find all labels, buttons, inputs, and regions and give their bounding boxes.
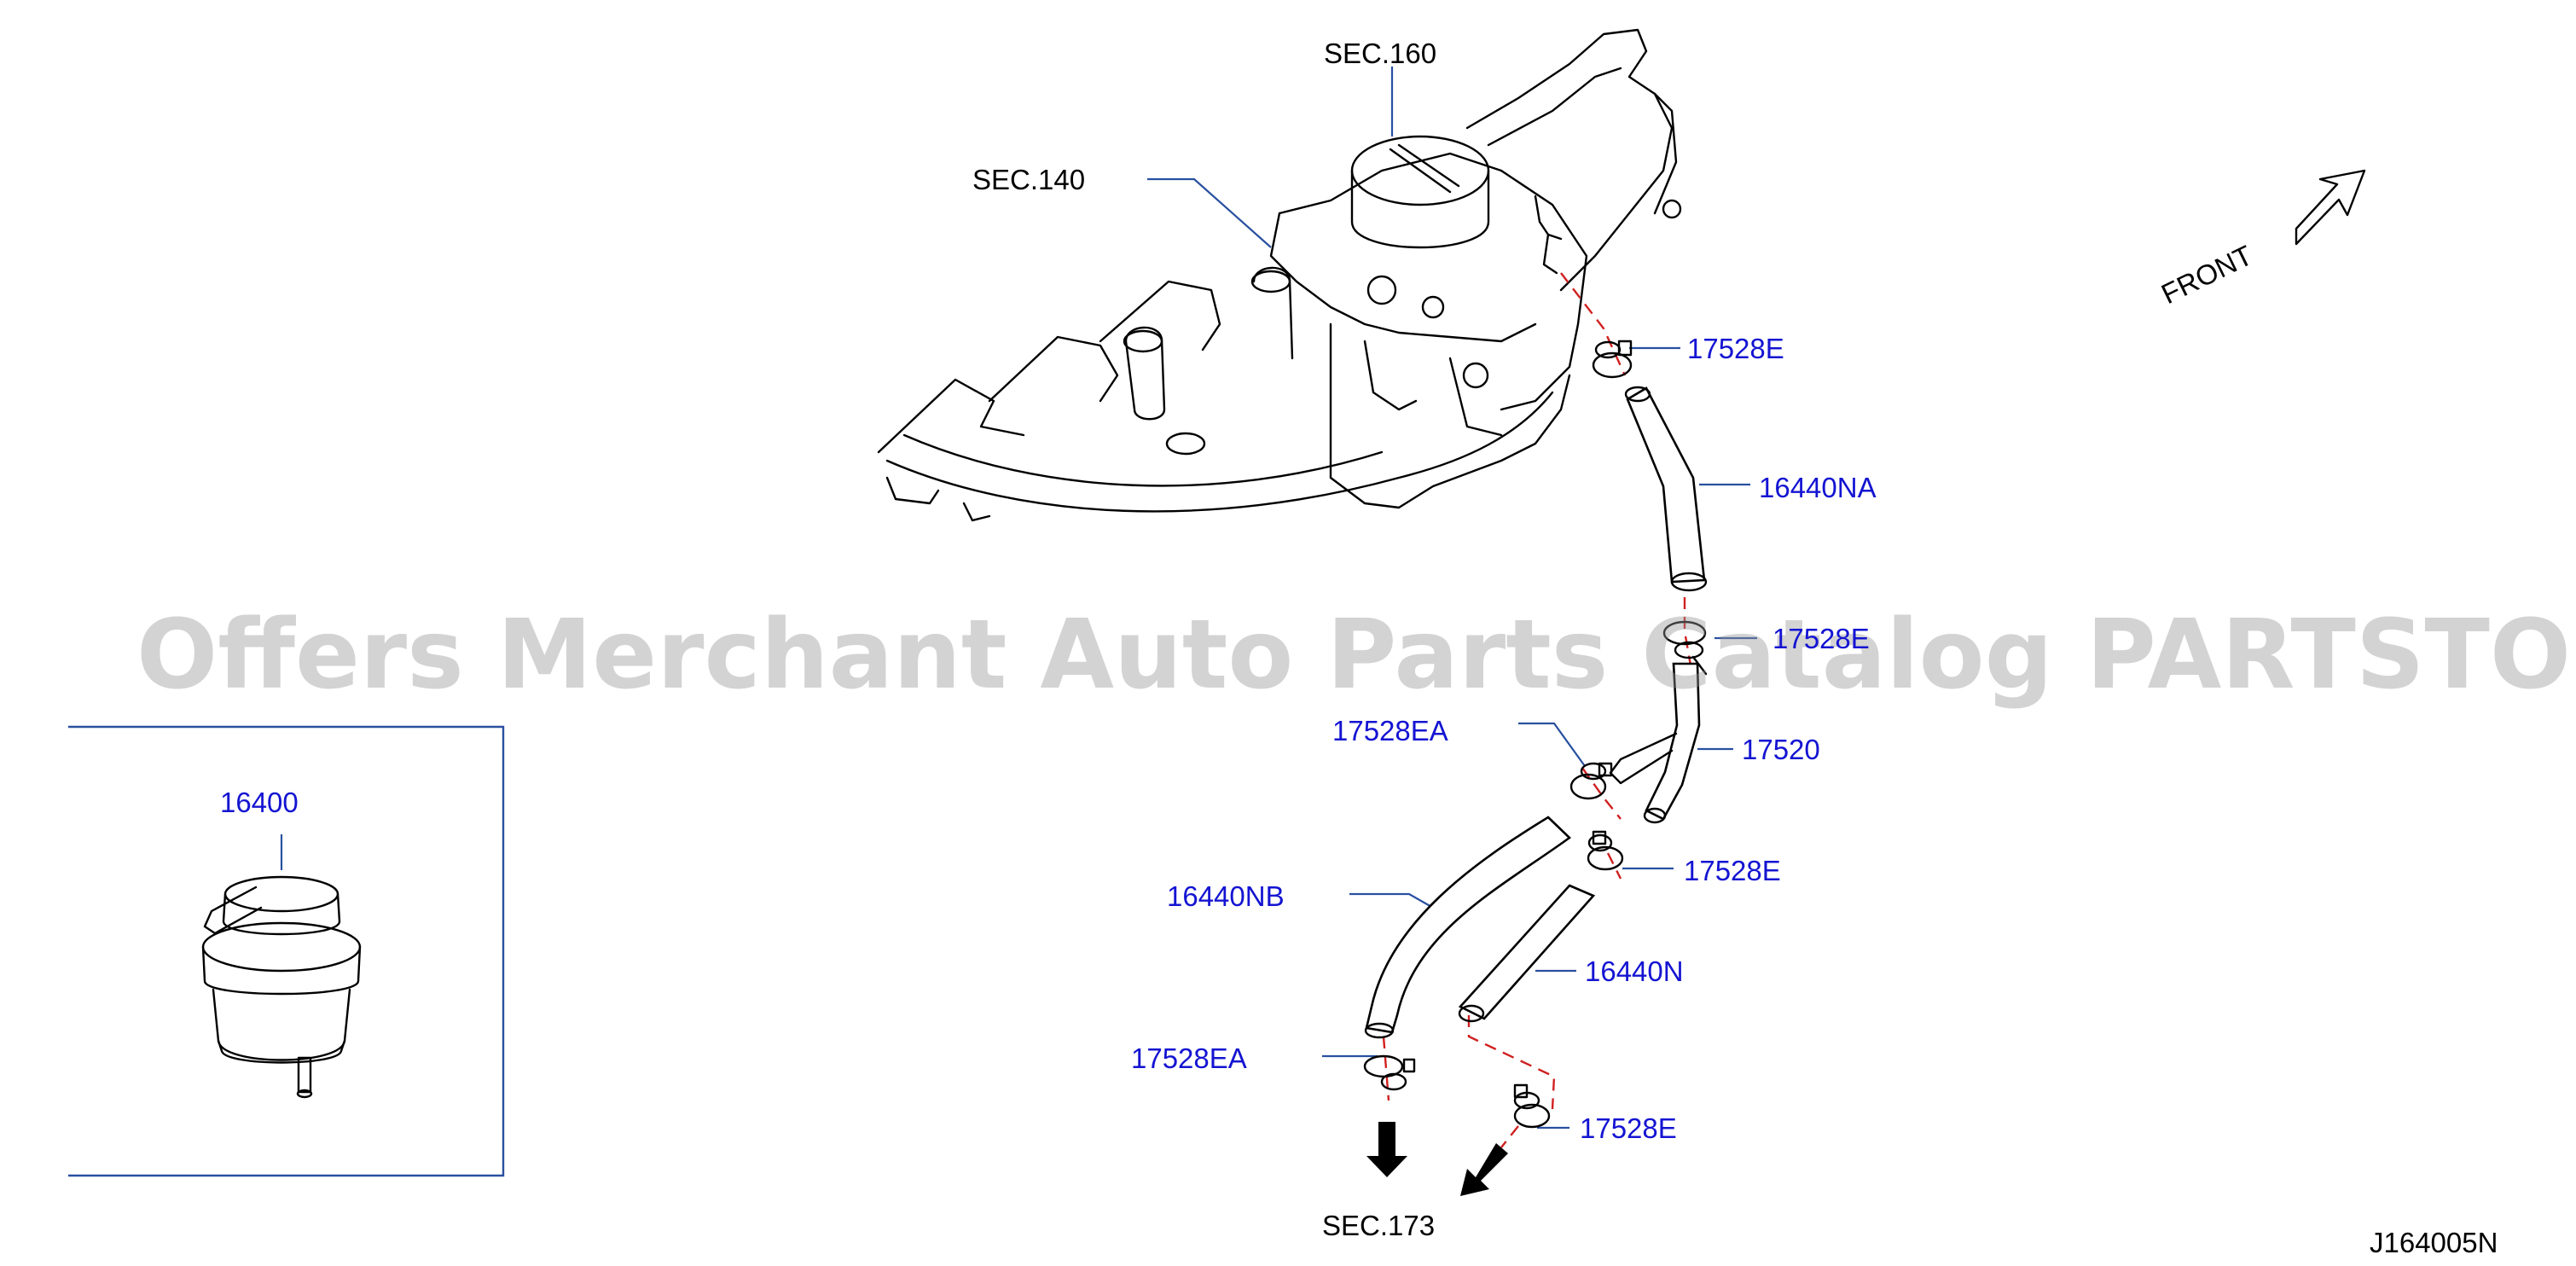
clamp-17528E-right — [1587, 830, 1624, 871]
sec173-arrows — [1366, 1122, 1508, 1196]
part-17520-label[interactable]: 17520 — [1742, 734, 1820, 765]
watermark-text: Offers Merchant Auto Parts Catalog PARTS… — [136, 600, 2576, 711]
sec173-label[interactable]: SEC.173 — [1322, 1210, 1436, 1241]
part-16440NB-label[interactable]: 16440NB — [1167, 880, 1285, 912]
hoses — [1364, 386, 1708, 1039]
part-17528EA-upper-label[interactable]: 17528EA — [1332, 715, 1448, 746]
part-16440N-label[interactable]: 16440N — [1585, 955, 1684, 987]
clamp-17528EA-upper — [1569, 762, 1613, 800]
sec160-label[interactable]: SEC.160 — [1324, 38, 1437, 69]
connection-lines — [1382, 272, 1692, 1148]
leader-lines — [280, 67, 1757, 1130]
part-17528E-top-label[interactable]: 17528E — [1687, 333, 1784, 364]
intake-manifold-drawing — [877, 28, 1682, 522]
sec140-label[interactable]: SEC.140 — [972, 164, 1086, 195]
diagram-id: J164005N — [2370, 1227, 2498, 1258]
clamp-17528E-lower — [1513, 1083, 1551, 1129]
front-arrow-icon — [2295, 169, 2366, 246]
part-17528E-mid-label[interactable]: 17528E — [1772, 623, 1870, 654]
clamp-17528E-top — [1592, 340, 1633, 379]
clamp-17528E-mid — [1662, 620, 1708, 676]
fuel-filter-inset — [68, 725, 505, 1177]
part-17528EA-lower-label[interactable]: 17528EA — [1131, 1042, 1247, 1074]
part-16440NA-label[interactable]: 16440NA — [1759, 472, 1877, 503]
clamps — [1363, 340, 1708, 1129]
part-17528E-right-label[interactable]: 17528E — [1684, 855, 1781, 886]
part-16400-label[interactable]: 16400 — [220, 787, 299, 818]
part-17528E-lower-label[interactable]: 17528E — [1580, 1112, 1677, 1144]
clamp-17528EA-lower — [1363, 1054, 1416, 1091]
